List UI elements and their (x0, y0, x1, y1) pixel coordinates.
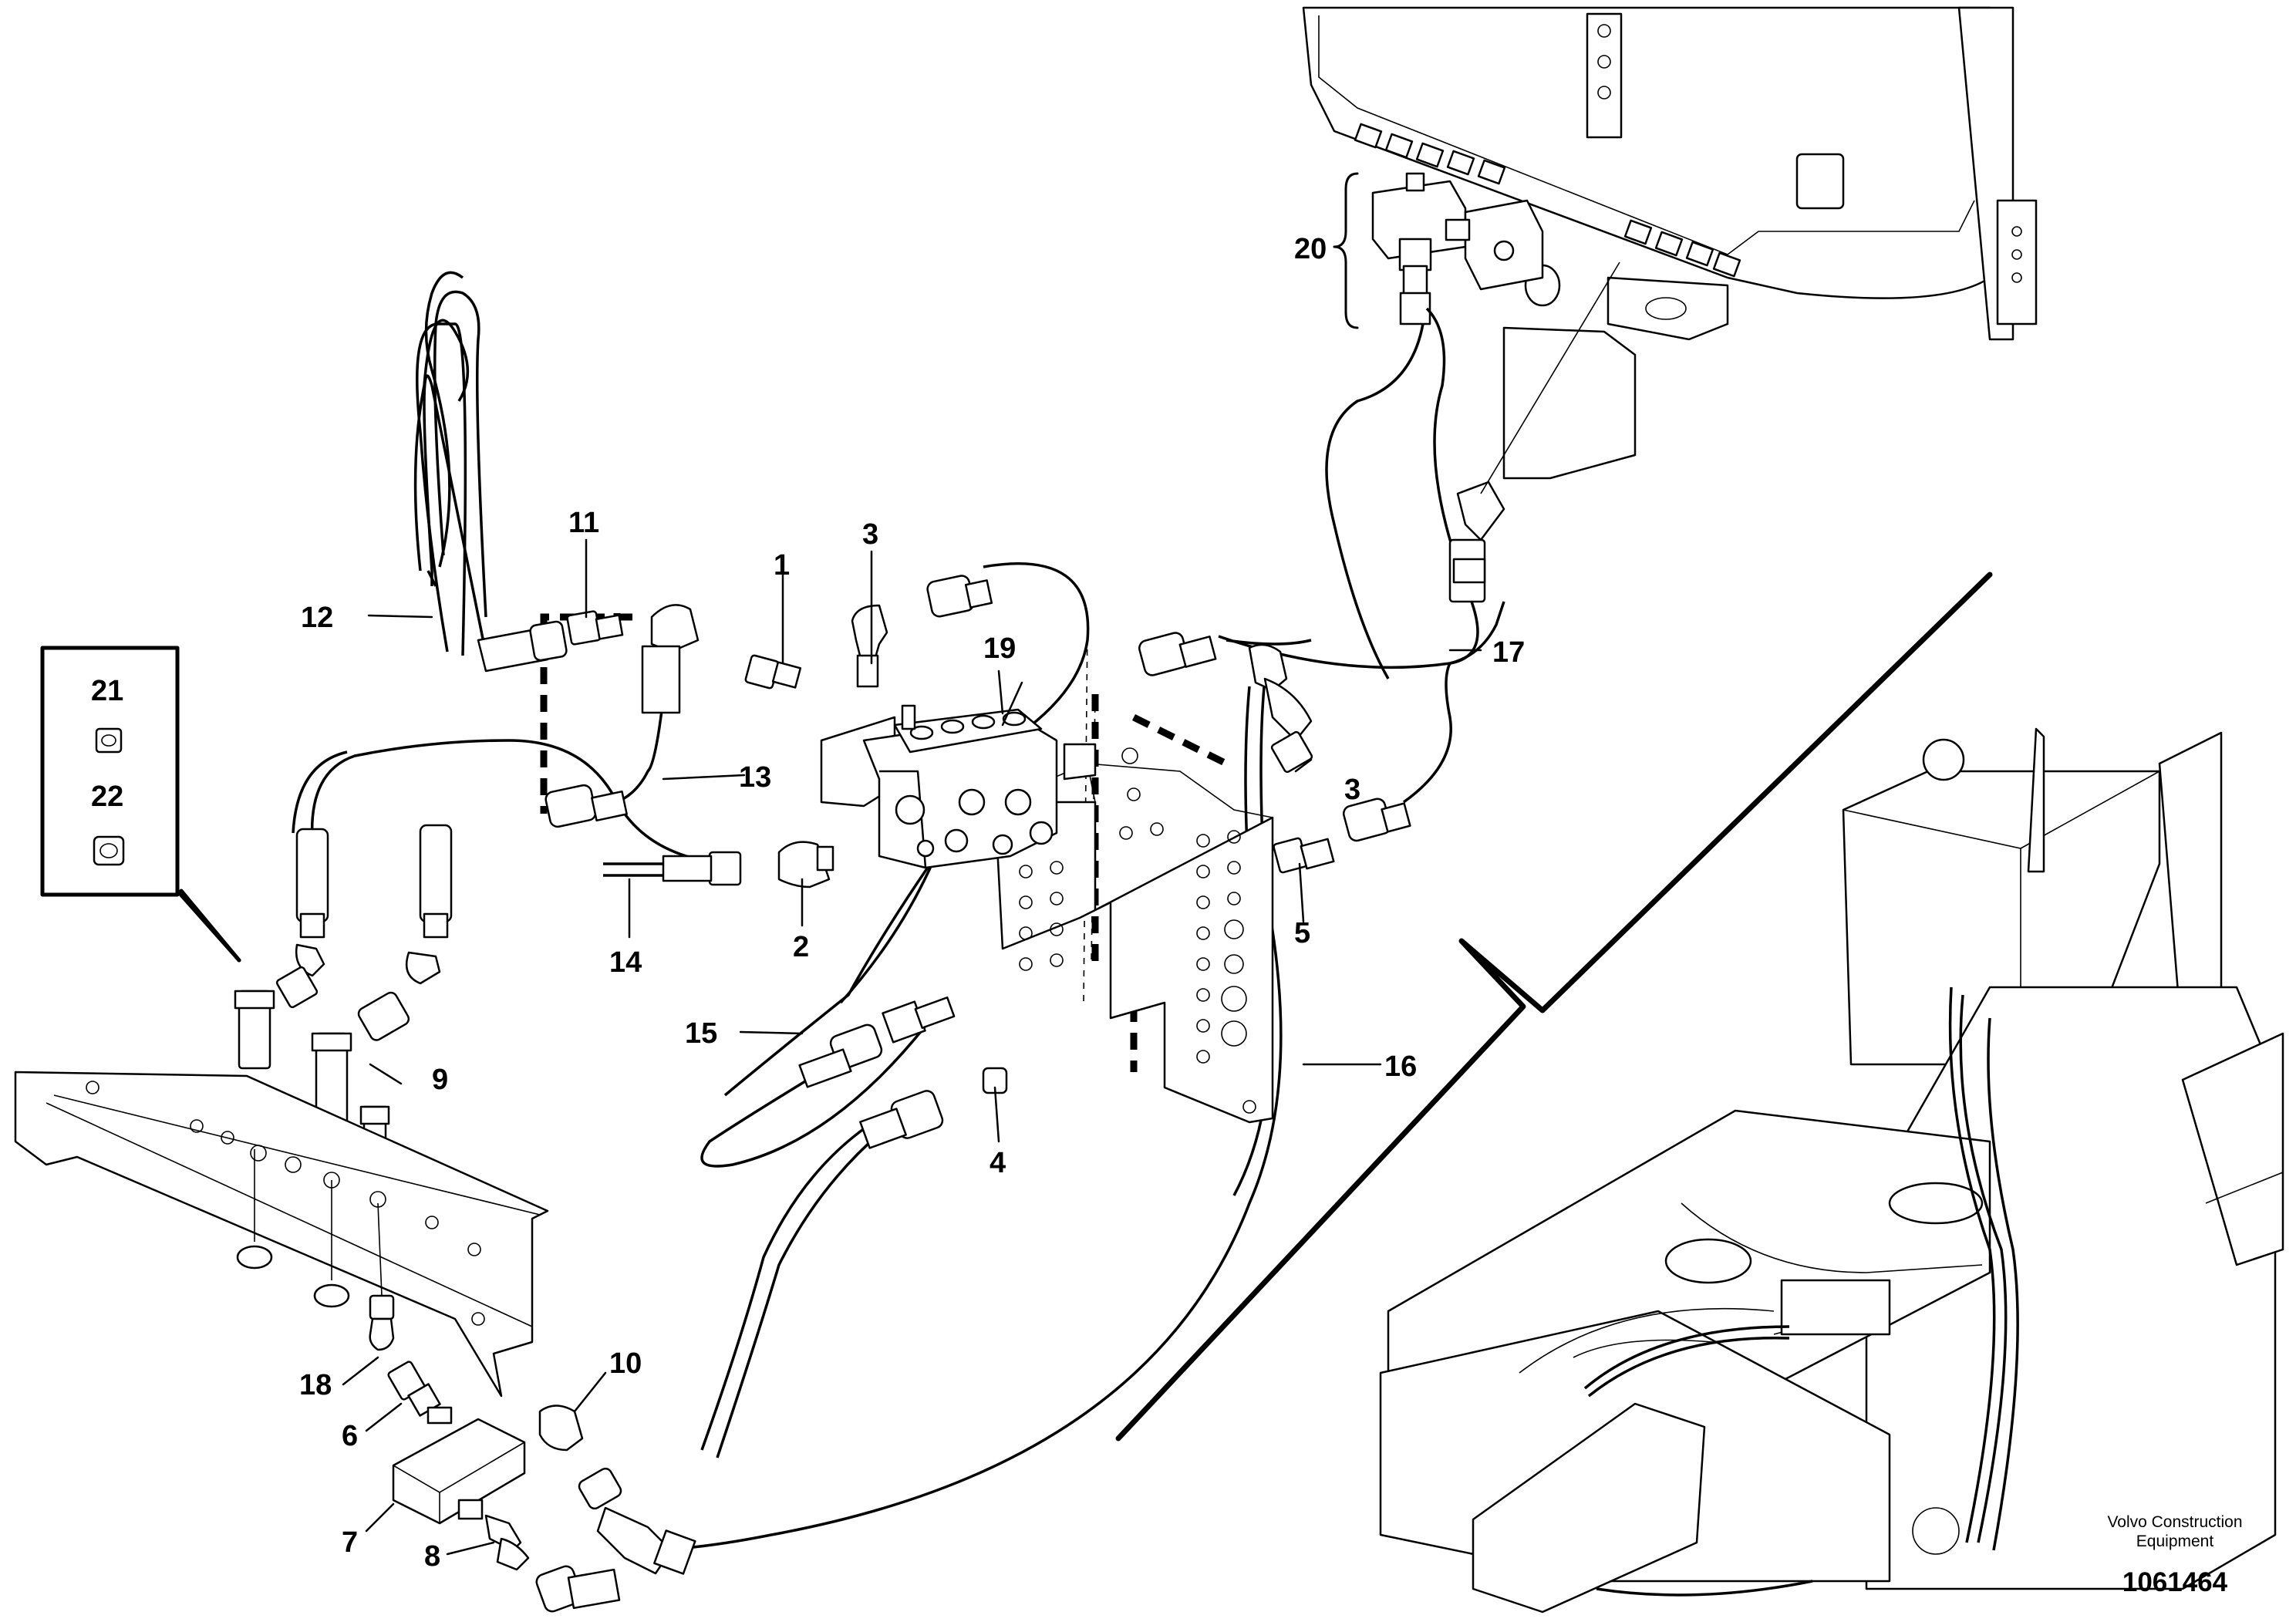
fittings (234, 261, 1620, 1613)
fitting-3-upper (851, 575, 993, 688)
callout-3-right: 3 (1344, 774, 1360, 806)
fitting-5 (1273, 837, 1335, 874)
fitting-10 (538, 1404, 696, 1575)
callout-15: 15 (685, 1017, 717, 1050)
callout-9: 9 (432, 1064, 448, 1096)
footer-brand: Volvo Construction Equipment 1061464 (2107, 1513, 2242, 1597)
callout-21: 21 (91, 675, 123, 707)
fitting-3-right (1138, 632, 1411, 842)
callout-3-upper: 3 (862, 518, 878, 551)
overview-machine-frame (1379, 727, 2284, 1614)
callout-4: 4 (990, 1147, 1006, 1179)
callout-5: 5 (1294, 917, 1310, 949)
tee-block-7 (392, 1406, 526, 1525)
callout-6: 6 (342, 1420, 358, 1452)
view-divider-line (1115, 572, 1993, 1442)
leader-lines (342, 538, 1482, 1556)
callout-8: 8 (424, 1540, 440, 1573)
hoses (292, 271, 1505, 1552)
fitting-1 (744, 654, 802, 690)
fitting-8 (484, 1514, 621, 1613)
callout-1: 1 (774, 549, 790, 582)
fitting-4 (859, 1067, 1008, 1149)
pressure-switch-assembly (1371, 172, 1544, 325)
callout-16: 16 (1384, 1050, 1417, 1083)
fitting-13 (544, 604, 700, 828)
document-number: 1061464 (2122, 1567, 2228, 1597)
fitting-2 (662, 841, 834, 889)
valve-bolts (895, 711, 1054, 858)
callout-2: 2 (793, 931, 809, 963)
inset-box-hardware (40, 646, 241, 963)
callout-labels: 1 2 3 3 4 5 6 7 8 9 10 11 12 13 14 15 16… (91, 233, 1525, 1573)
callout-7: 7 (342, 1526, 358, 1559)
brand-line-2: Equipment (2136, 1533, 2214, 1550)
callout-10: 10 (609, 1347, 642, 1380)
callout-22: 22 (91, 781, 123, 813)
callout-18: 18 (299, 1369, 332, 1401)
callout-11: 11 (568, 507, 599, 539)
callout-20: 20 (1294, 233, 1327, 265)
hydraulic-tank-top (1302, 6, 2038, 480)
callout-13: 13 (739, 761, 771, 794)
plate-holes (1019, 822, 1256, 1114)
fitting-17 (1448, 481, 1505, 603)
brand-line-1: Volvo Construction (2107, 1513, 2242, 1531)
mounting-plate (993, 762, 1274, 1124)
fitting-15 (798, 996, 956, 1088)
callout-17: 17 (1492, 636, 1525, 669)
cross-member-bracket (14, 1071, 549, 1398)
callout-12: 12 (301, 602, 333, 634)
callout-19: 19 (983, 632, 1016, 665)
bracket-brace-20 (1333, 172, 1359, 329)
callout-14: 14 (609, 946, 642, 979)
tank-port-fittings (1354, 123, 1741, 278)
fitting-11 (477, 610, 624, 673)
fitting-18-6 (369, 1294, 441, 1417)
